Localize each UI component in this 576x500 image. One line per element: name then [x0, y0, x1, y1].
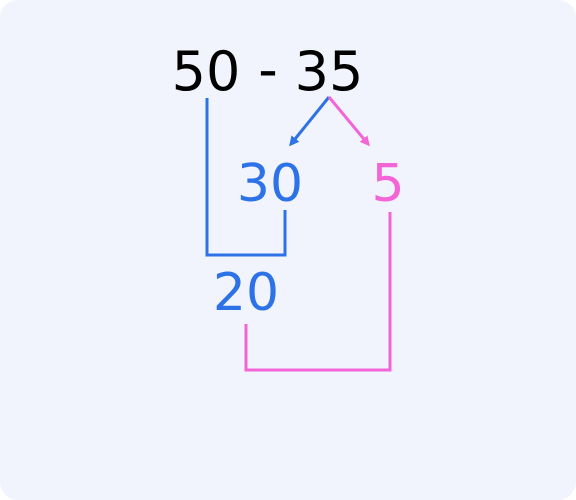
tens-part: 30 — [237, 154, 303, 214]
operator: - — [258, 38, 278, 101]
left-operand: 50 — [172, 40, 241, 103]
right-operand: 35 — [295, 40, 364, 103]
bracket-50-30 — [205, 98, 287, 257]
intermediate-result: 20 — [213, 263, 279, 323]
split-arrow-ones — [327, 96, 370, 147]
split-arrow-tens — [289, 96, 331, 147]
bracket-20-5 — [244, 212, 392, 372]
ones-part: 5 — [371, 154, 404, 214]
